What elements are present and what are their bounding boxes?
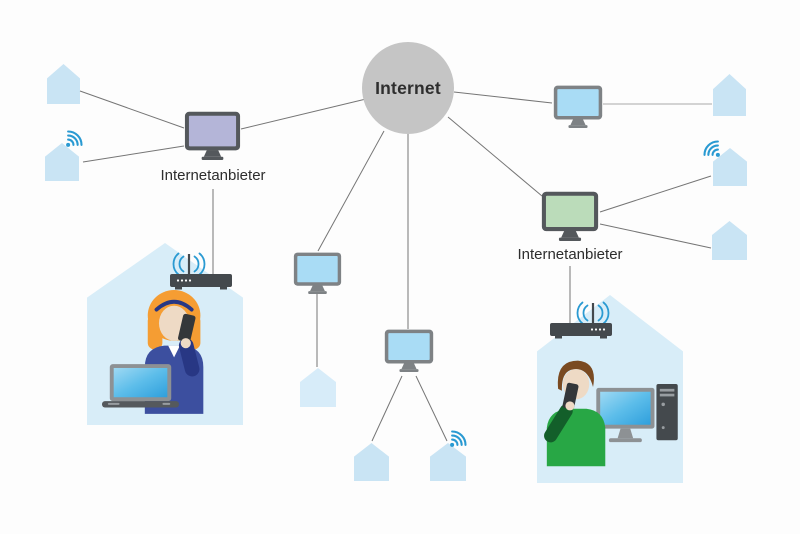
connection-line: [371, 375, 403, 442]
provider-left-label: Internetanbieter: [160, 167, 266, 184]
monitor-top-right: [553, 85, 603, 128]
connection-line: [415, 375, 448, 442]
wifi-icon: [703, 140, 720, 157]
provider-monitor-right: [541, 191, 599, 241]
connection-line: [447, 116, 543, 197]
house-left-2: [45, 143, 79, 181]
provider-monitor-left: [184, 111, 241, 160]
person-man: [544, 360, 606, 467]
connection-line: [599, 223, 712, 249]
internet-node: Internet: [362, 42, 454, 134]
connection-line: [82, 145, 185, 163]
house-mid-pale: [300, 368, 336, 407]
router-icon: [170, 252, 232, 290]
monitor-mid-left: [293, 252, 342, 294]
connection-line: [317, 130, 385, 252]
house-left-1: [47, 64, 80, 104]
wifi-icon: [66, 130, 83, 147]
monitor-mid: [384, 329, 434, 372]
internet-label: Internet: [375, 77, 441, 98]
connection-line: [79, 90, 185, 129]
connection-line: [453, 91, 553, 104]
house-right-3: [712, 221, 747, 260]
house-right-1: [713, 74, 746, 116]
house-bottom-1: [354, 443, 389, 481]
laptop-icon: [102, 364, 180, 408]
provider-right-label: Internetanbieter: [517, 246, 623, 263]
connection-line: [240, 98, 367, 130]
house-bottom-2: [430, 443, 466, 481]
connection-line: [599, 175, 712, 213]
desktop-computer-icon: [596, 384, 678, 443]
wifi-icon: [450, 430, 467, 447]
router-icon: [550, 301, 612, 339]
